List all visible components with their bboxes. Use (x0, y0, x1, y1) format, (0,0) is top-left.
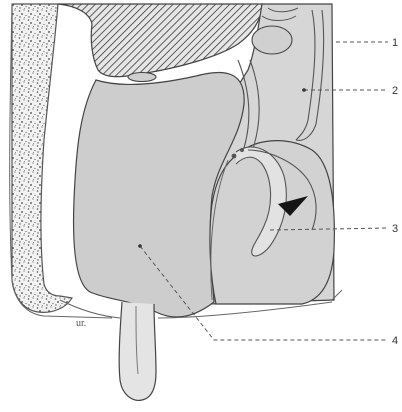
small-oval-structure (128, 73, 156, 82)
leader-dot-2 (302, 88, 306, 92)
junction-dot-1 (232, 154, 237, 159)
label-3: 3 (392, 223, 398, 235)
round-structure-top (252, 26, 292, 54)
label-4: 4 (392, 335, 398, 347)
leader-dot-4 (138, 244, 142, 248)
junction-dot-2 (240, 148, 244, 152)
urethra-tube (119, 302, 156, 400)
abbreviation-label: ur. (76, 318, 86, 329)
label-2: 2 (392, 85, 398, 97)
label-1: 1 (392, 37, 398, 49)
